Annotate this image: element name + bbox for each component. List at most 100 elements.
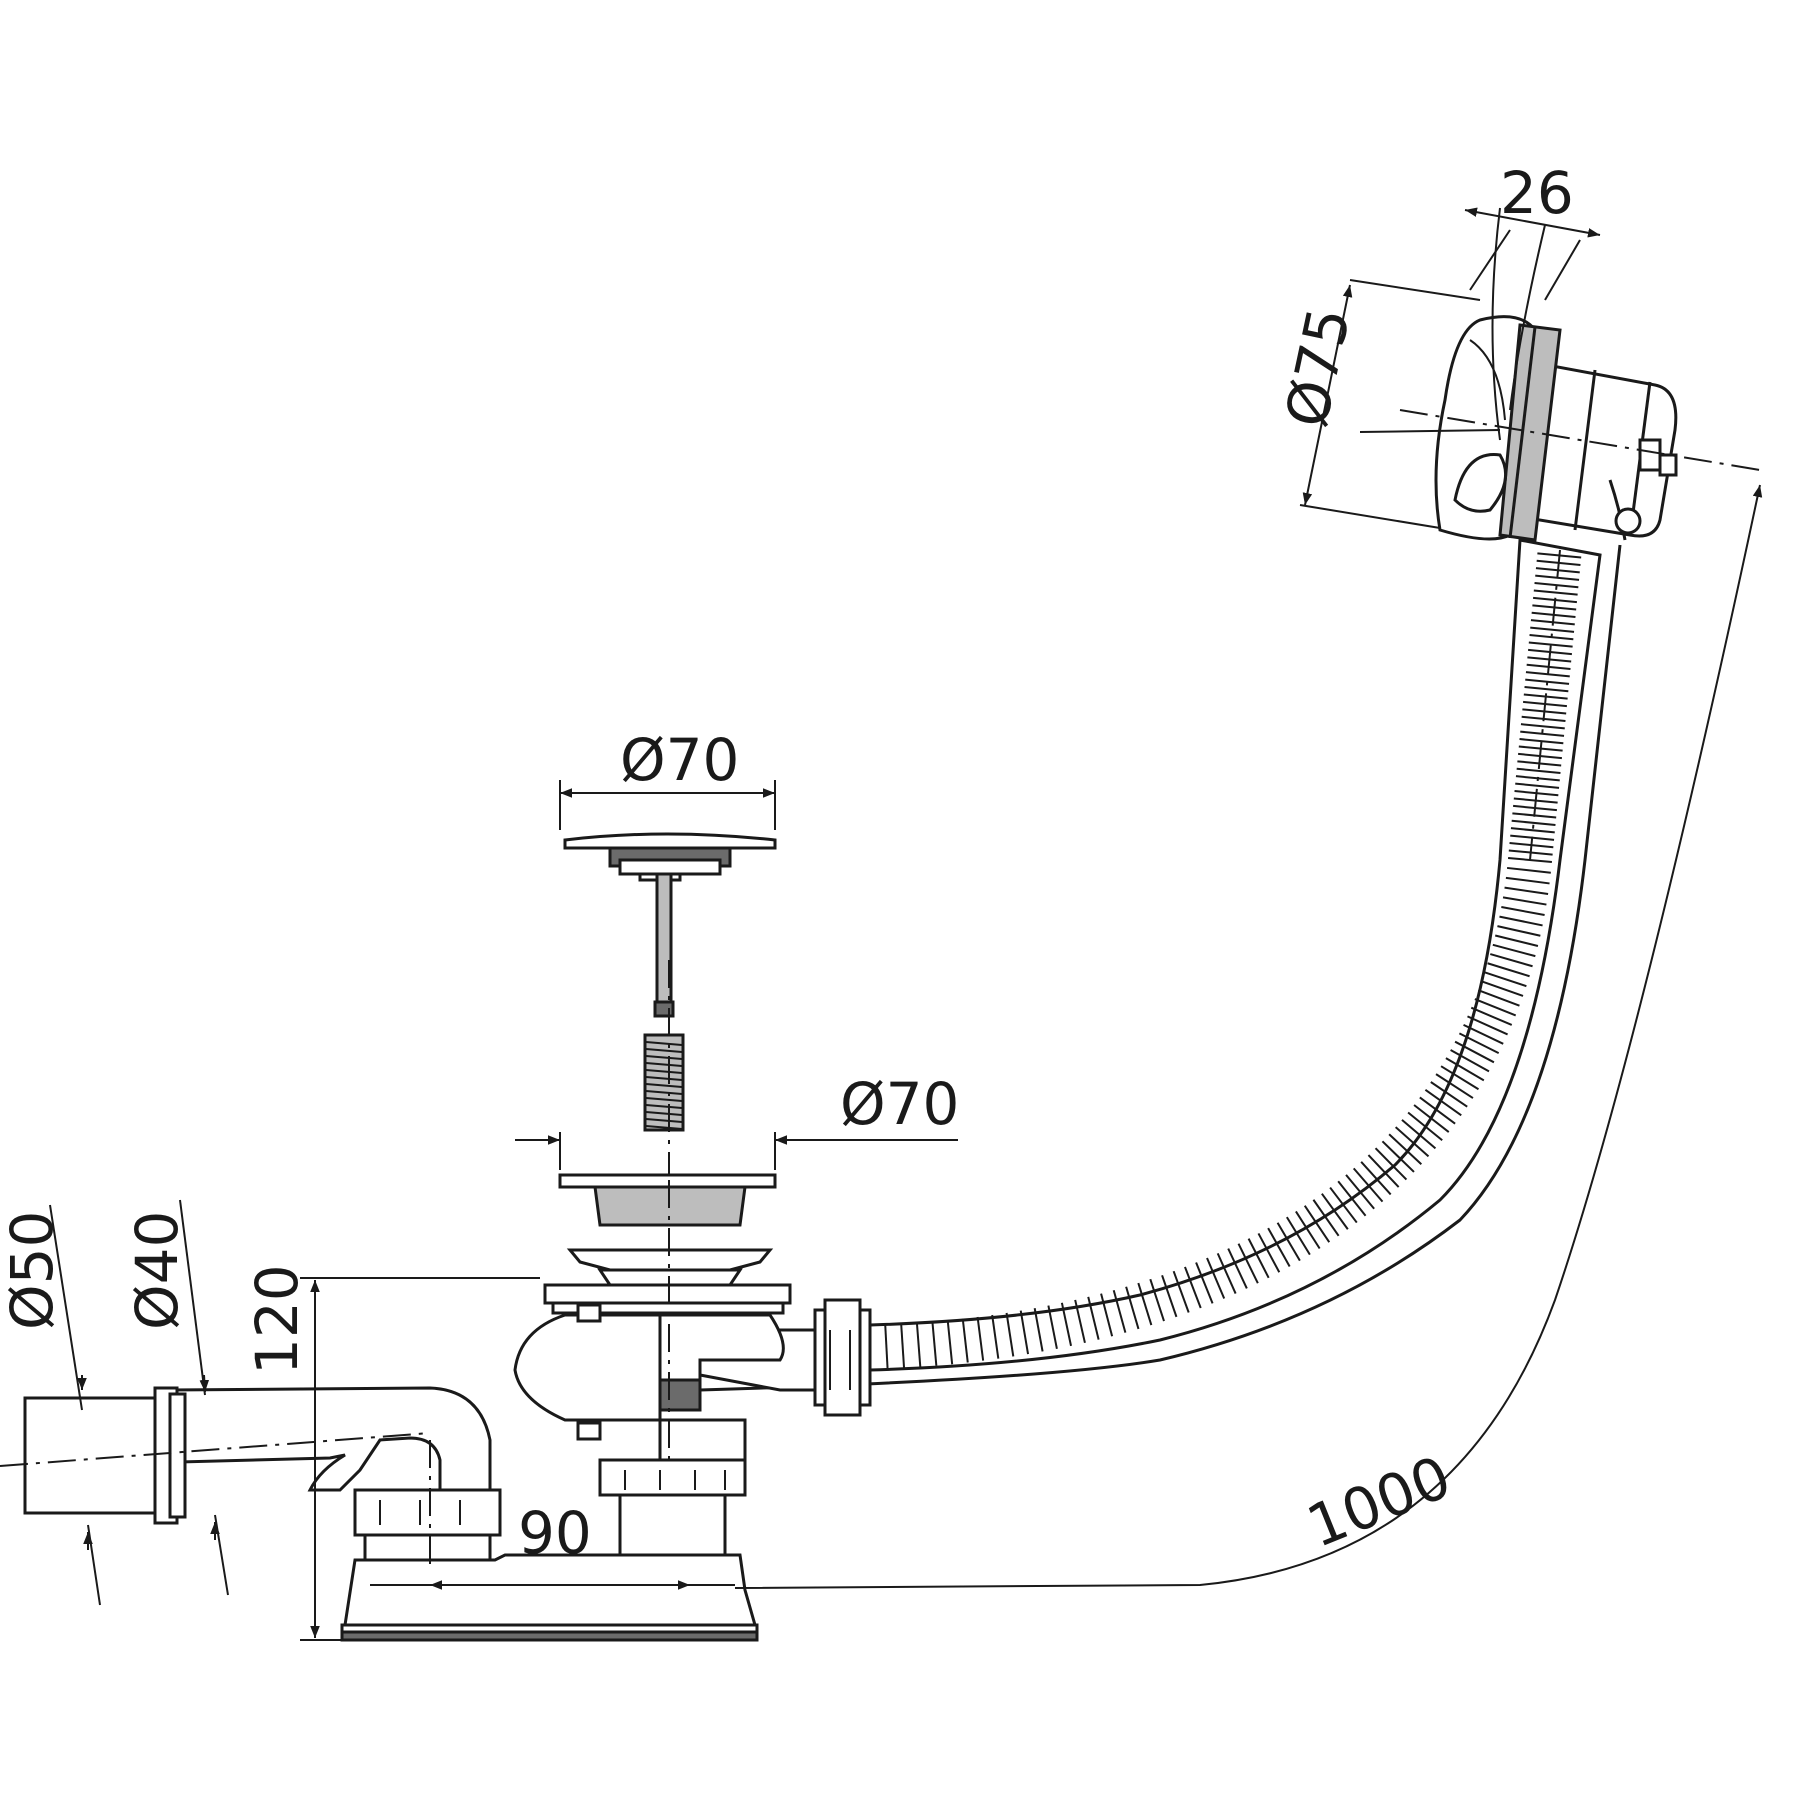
hose-rib (1374, 1147, 1408, 1181)
hose-rib (1394, 1126, 1430, 1158)
thread-line (645, 1069, 683, 1074)
hose-rib (1510, 827, 1555, 834)
hose-rib (1484, 971, 1527, 988)
thread-line (645, 1048, 683, 1053)
hose-rib (1276, 1222, 1301, 1262)
hose-rib (1458, 1032, 1500, 1055)
hose-rib (1502, 896, 1547, 906)
hose-rib (1481, 980, 1524, 997)
hose-rib (1125, 1286, 1140, 1330)
hose-rib (915, 1323, 922, 1368)
hose-rib (1525, 671, 1570, 678)
hose-rib (1295, 1210, 1321, 1250)
hose-rib (900, 1324, 906, 1369)
hose-rib (1195, 1262, 1214, 1304)
hose-rib (1285, 1216, 1311, 1256)
hose-rib (1005, 1312, 1015, 1357)
dimension-lines (49, 207, 1763, 1641)
thread-line (645, 1041, 683, 1046)
dim-outlet-inner-diameter: Ø40 (123, 1211, 191, 1330)
hose-rib (1033, 1308, 1044, 1352)
hose-rib (1087, 1296, 1100, 1340)
hose-rib (1216, 1252, 1237, 1294)
hose-rib (1524, 686, 1569, 693)
hose-rib (1247, 1238, 1270, 1279)
hose-rib (931, 1321, 938, 1366)
dim-waste-diameter: Ø70 (840, 1070, 959, 1138)
waste-body (513, 1173, 792, 1590)
hose-rib (1237, 1243, 1259, 1284)
hose-rib (1511, 819, 1556, 826)
hose-rib (1337, 1180, 1367, 1217)
thread-line (645, 1097, 683, 1102)
hose-rib (1352, 1167, 1384, 1203)
hose-rib (1530, 626, 1575, 633)
hose-rib (1501, 906, 1545, 917)
hose-rib (1227, 1248, 1248, 1289)
trap (0, 1386, 759, 1642)
overflow-head (1399, 315, 1761, 542)
thread-line (645, 1125, 683, 1130)
hose-rib (1100, 1293, 1114, 1337)
hose-rib (991, 1314, 1000, 1359)
hose-rib (1467, 1015, 1509, 1036)
hose-rib (976, 1316, 985, 1361)
hose-rib (1172, 1270, 1190, 1313)
dim-trap-offset: 90 (518, 1499, 592, 1567)
hose-rib (1497, 925, 1541, 937)
hose-rib (1489, 953, 1533, 968)
hose-rib (884, 1325, 889, 1370)
hose-rib (1419, 1096, 1456, 1125)
hose-rib (1381, 1140, 1415, 1173)
hose-rib (1401, 1119, 1437, 1150)
hose-rib (1440, 1065, 1480, 1091)
hose-rib (1454, 1040, 1495, 1064)
dim-outlet-outer-diameter: Ø50 (0, 1211, 66, 1330)
hose-rib (1312, 1199, 1340, 1237)
hose-rib (1430, 1081, 1468, 1108)
hose-rib (1074, 1299, 1086, 1344)
hose-rib (1477, 989, 1520, 1007)
hose-rib (1435, 1073, 1474, 1099)
hose-rib (1533, 589, 1578, 596)
hose-rib (1345, 1174, 1375, 1210)
hose-rib (1184, 1266, 1202, 1309)
hose-rib (1360, 1161, 1392, 1196)
dim-hose-length: 1000 (1298, 1443, 1460, 1561)
hose-rib (1504, 886, 1549, 896)
hose-rib (1267, 1227, 1291, 1267)
dim-overflow-height: 26 (1500, 159, 1574, 227)
hose-rib (1321, 1193, 1349, 1230)
thread-line (645, 1118, 683, 1123)
hose-rib (1206, 1257, 1226, 1299)
hose-rib (1492, 943, 1536, 958)
hose-rib (1161, 1274, 1178, 1318)
hose-rib (946, 1320, 954, 1365)
thread-line (645, 1104, 683, 1109)
hose-rib (1515, 782, 1560, 789)
hose-rib (1499, 915, 1543, 927)
thread-line (645, 1055, 683, 1060)
hose-rib (1329, 1186, 1358, 1224)
hose-rib (1388, 1133, 1423, 1165)
hose-rib (1413, 1104, 1450, 1133)
hose-rib (1407, 1111, 1443, 1142)
hose-rib (1149, 1278, 1165, 1322)
hose-rib (1516, 767, 1561, 774)
thread-line (645, 1083, 683, 1088)
hose-rib (1463, 1023, 1504, 1045)
hose-rib (1450, 1049, 1490, 1073)
hose-rib (1505, 876, 1550, 885)
hose-rib (961, 1318, 969, 1363)
hose-rib (1528, 641, 1573, 648)
click-clack-plug (563, 832, 777, 1180)
hose-rib (1445, 1057, 1485, 1082)
hose-rib (1367, 1154, 1400, 1188)
dim-trap-height: 120 (243, 1264, 311, 1375)
hose-rib (1520, 723, 1565, 730)
hose-rib (1470, 1006, 1513, 1026)
hose-rib (1303, 1205, 1331, 1243)
hose-rib (1112, 1289, 1127, 1333)
hose-rib (1534, 582, 1579, 589)
